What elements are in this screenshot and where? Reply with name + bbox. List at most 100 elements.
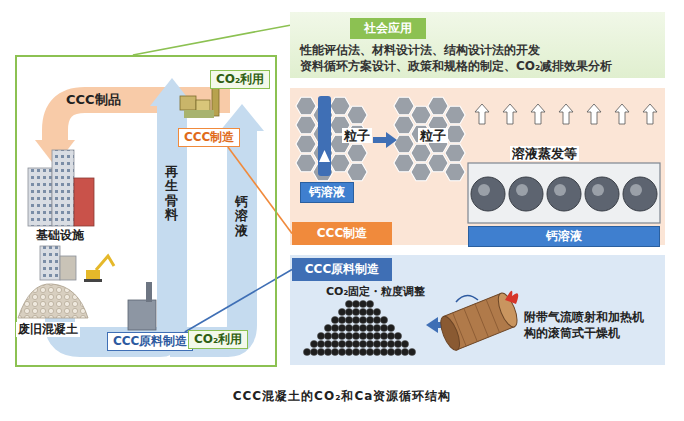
process-box: CO₂利用	[210, 70, 270, 89]
black-particle	[359, 308, 366, 315]
black-particle	[331, 340, 338, 347]
arrow-head	[220, 104, 264, 131]
application-panel: 社会应用性能评估法、材料设计法、结构设计法的开发 资料循环方案设计、政策和规格的…	[290, 12, 665, 78]
particle-rollers	[471, 177, 657, 211]
flow-label: 钙溶液	[235, 195, 248, 238]
node-text: 性能评估法、材料设计法、结构设计法的开发 资料循环方案设计、政策和规格的制定、C…	[300, 42, 645, 74]
black-particle	[324, 324, 331, 331]
black-particle	[401, 348, 408, 355]
vapor-arrow	[615, 104, 629, 124]
black-particle	[352, 332, 359, 339]
particle-hexagon	[394, 135, 414, 152]
black-particle	[338, 324, 345, 331]
fixed-particle-pile	[303, 300, 415, 355]
black-particle	[310, 348, 317, 355]
black-particle	[331, 324, 338, 331]
black-particle	[380, 316, 387, 323]
black-particle	[324, 332, 331, 339]
roller-shine	[630, 184, 642, 196]
part-label: 基础设施	[34, 228, 86, 243]
node-text: CCC原料制造	[113, 334, 187, 348]
excavator	[84, 256, 114, 282]
roller	[623, 177, 657, 211]
panel-label: CCC原料制造	[292, 258, 392, 281]
black-particle	[373, 316, 380, 323]
black-particle	[310, 340, 317, 347]
black-particle	[331, 332, 338, 339]
black-particle	[352, 340, 359, 347]
black-particle	[338, 316, 345, 323]
rotation-arrow	[456, 295, 478, 302]
roller	[585, 177, 619, 211]
process-note: 溶液蒸发等	[510, 146, 579, 161]
solution-bar: 钙溶液	[468, 226, 660, 247]
evaporation-tank	[468, 163, 660, 223]
black-particle	[345, 300, 352, 307]
node-text: CO₂利用	[216, 72, 264, 86]
roller-shine	[478, 184, 490, 196]
raw-material-panel	[290, 255, 665, 365]
black-particle	[359, 316, 366, 323]
arrow-head	[426, 317, 438, 333]
black-particle	[345, 316, 352, 323]
black-particle	[394, 340, 401, 347]
black-particle	[380, 348, 387, 355]
black-particle	[359, 324, 366, 331]
roller-shine	[592, 184, 604, 196]
roller-shine	[516, 184, 528, 196]
particle-hexagon	[394, 97, 414, 114]
flow-label: CCC制品	[66, 92, 121, 107]
particle-hexagon	[445, 144, 465, 161]
process-box: CCC原料制造	[107, 332, 193, 351]
black-particle	[394, 332, 401, 339]
black-particle	[331, 348, 338, 355]
drum-dryer	[437, 291, 521, 353]
arrow-head	[386, 132, 397, 148]
black-particle	[366, 300, 373, 307]
black-particle	[317, 348, 324, 355]
black-particle	[373, 348, 380, 355]
black-particle	[401, 340, 408, 347]
black-particle	[387, 324, 394, 331]
black-particle	[324, 348, 331, 355]
particle-hexagon	[411, 144, 431, 161]
part-label: 粒子	[342, 128, 372, 143]
black-particle	[366, 308, 373, 315]
particle-hexagon	[296, 154, 316, 171]
black-particle	[366, 332, 373, 339]
node-text: CO₂利用	[194, 332, 242, 346]
black-particle	[359, 332, 366, 339]
black-particle	[380, 324, 387, 331]
black-particle	[359, 348, 366, 355]
particle-hexagon	[347, 163, 367, 180]
black-particle	[345, 340, 352, 347]
black-particle	[380, 332, 387, 339]
black-particle	[359, 340, 366, 347]
process-note: CO₂固定・粒度调整	[326, 284, 425, 299]
calcium-soak-bar	[318, 96, 331, 176]
black-particle	[373, 324, 380, 331]
particle-hexagon	[347, 144, 367, 161]
black-particle	[352, 300, 359, 307]
particle-hexagon	[394, 116, 414, 133]
evaporation-arrows	[475, 104, 657, 124]
node-text: 钙溶液	[546, 229, 582, 243]
panel-label: CCC制造	[292, 222, 392, 245]
node-text: CCC原料制造	[305, 262, 379, 276]
black-particle	[352, 316, 359, 323]
black-particle	[387, 340, 394, 347]
particle-hexagon	[296, 116, 316, 133]
connector-line	[133, 25, 290, 55]
black-particle	[373, 340, 380, 347]
black-particle	[331, 316, 338, 323]
black-particle	[338, 308, 345, 315]
arrow-head	[319, 150, 330, 162]
black-particle	[373, 308, 380, 315]
black-particle	[366, 324, 373, 331]
vapor-arrow	[643, 104, 657, 124]
particle-hexagon	[428, 154, 448, 171]
particle-hexagon	[445, 106, 465, 123]
particle-hexagon	[445, 163, 465, 180]
black-particle	[345, 308, 352, 315]
figure-caption: CCC混凝土的CO₂和Ca资源循环结构	[0, 388, 684, 405]
